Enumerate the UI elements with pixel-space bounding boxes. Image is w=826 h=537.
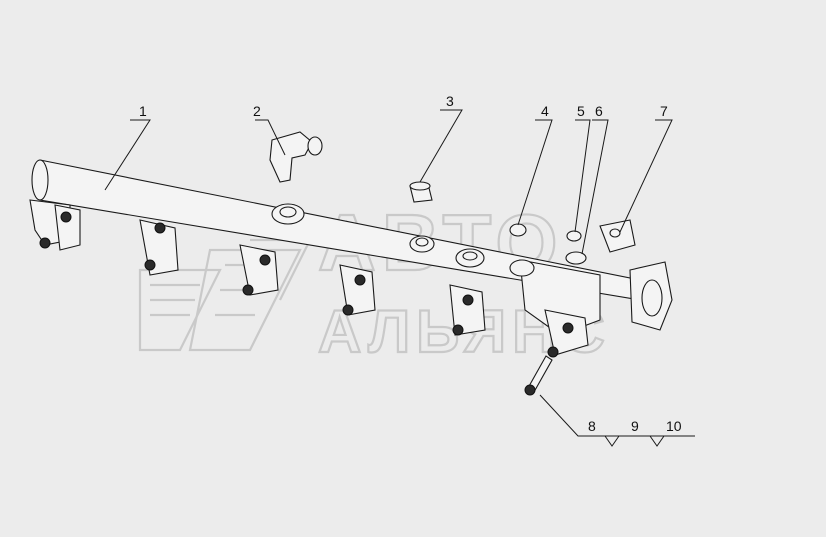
elbow-fitting — [269, 131, 323, 183]
leader-lines — [104, 109, 695, 447]
callout-9: 9 — [631, 418, 639, 434]
callout-1: 1 — [139, 103, 147, 119]
mounting-bolt — [524, 355, 553, 396]
callout-labels: 1 2 3 4 5 6 7 8 9 10 — [139, 93, 682, 434]
rail-plugs — [271, 203, 535, 277]
part-6-washer — [565, 251, 587, 265]
callout-7: 7 — [660, 103, 668, 119]
part-5-bolt — [566, 230, 582, 242]
callout-3: 3 — [446, 93, 454, 109]
bracket-4 — [339, 264, 376, 316]
callout-4: 4 — [541, 103, 549, 119]
bracket-5 — [449, 284, 486, 336]
part-4-plug — [509, 223, 527, 237]
gasket — [599, 219, 636, 253]
callout-5: 5 — [577, 103, 585, 119]
callout-2: 2 — [253, 103, 261, 119]
banjo-bolt — [409, 181, 433, 203]
bracket-3 — [239, 244, 279, 296]
bracket-1 — [39, 204, 81, 251]
bracket-2 — [139, 219, 179, 276]
fuel-rail — [29, 159, 673, 336]
callout-10: 10 — [666, 418, 682, 434]
callout-8: 8 — [588, 418, 596, 434]
callout-6: 6 — [595, 103, 603, 119]
injector-brackets — [39, 204, 589, 358]
bracket-6 — [544, 309, 589, 358]
